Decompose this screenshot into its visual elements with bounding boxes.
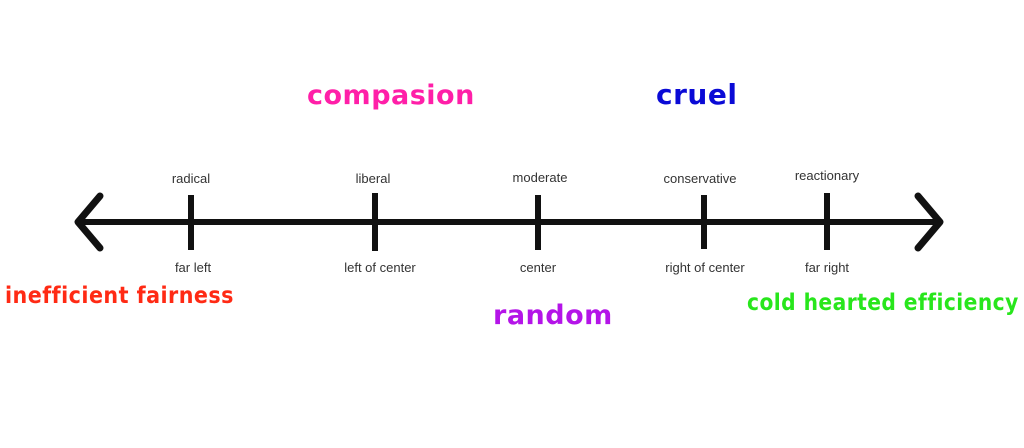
- tick-label-center: center: [519, 260, 557, 275]
- tick-label-left-of-center: left of center: [344, 260, 416, 275]
- tick-label-far-right: far right: [804, 260, 850, 275]
- annotation-cold-hearted-efficiency: cold hearted efficiency: [747, 290, 1019, 316]
- annotation-cruel: cruel: [656, 78, 738, 111]
- left-arrowhead-icon: [74, 192, 104, 252]
- annotation-compasion: compasion: [307, 80, 475, 111]
- tick-label-liberal: liberal: [355, 171, 391, 186]
- tick-label-far-left: far left: [174, 260, 212, 275]
- tick-label-radical: radical: [171, 171, 211, 186]
- tick-label-reactionary: reactionary: [794, 168, 860, 183]
- annotation-inefficient-fairness: inefficient fairness: [5, 283, 234, 309]
- right-arrowhead-icon: [914, 192, 944, 252]
- tick-label-right-of-center: right of center: [665, 260, 745, 275]
- tick-label-conservative: conservative: [663, 171, 737, 186]
- annotation-random: random: [493, 300, 613, 331]
- tick-label-moderate: moderate: [512, 170, 568, 185]
